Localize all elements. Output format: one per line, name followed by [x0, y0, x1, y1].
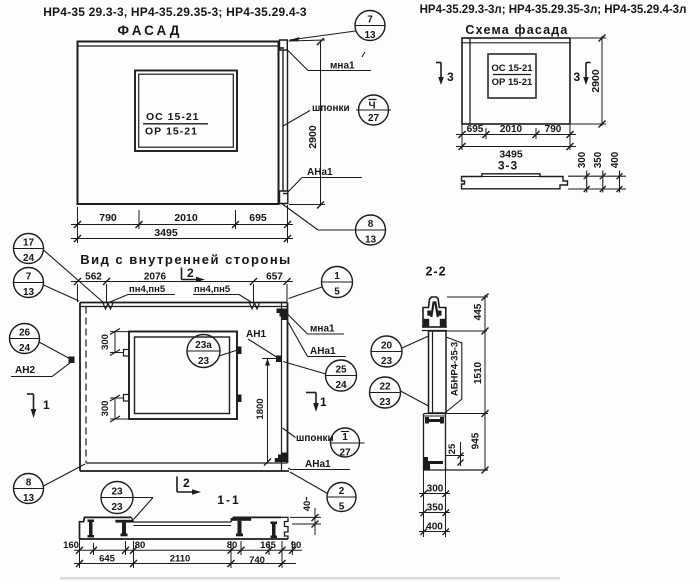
svg-text:24: 24 [335, 380, 347, 391]
svg-text:27: 27 [368, 113, 380, 124]
svg-text:300: 300 [100, 401, 111, 417]
svg-text:23а: 23а [195, 340, 212, 351]
svg-text:3: 3 [574, 70, 581, 84]
svg-text:1: 1 [342, 432, 348, 443]
svg-text:АНа1: АНа1 [305, 459, 331, 470]
svg-text:160: 160 [63, 540, 79, 551]
svg-text:945: 945 [471, 432, 482, 449]
svg-text:1800: 1800 [255, 398, 266, 419]
svg-text:8: 8 [26, 478, 32, 489]
svg-text:40: 40 [302, 501, 313, 512]
svg-text:НР4-35.29.3-3л; НР4-35.29.35-3: НР4-35.29.3-3л; НР4-35.29.35-3л; НР4-35.… [420, 4, 687, 16]
svg-text:1: 1 [43, 398, 50, 412]
svg-text:13: 13 [23, 493, 35, 504]
svg-text:25: 25 [335, 365, 347, 376]
svg-text:ОР 15-21: ОР 15-21 [145, 126, 198, 138]
svg-text:7: 7 [367, 15, 373, 26]
svg-text:3495: 3495 [154, 227, 178, 239]
svg-text:300: 300 [427, 484, 444, 495]
svg-text:5: 5 [339, 502, 345, 513]
svg-text:20: 20 [381, 341, 393, 352]
svg-text:13: 13 [23, 287, 35, 298]
svg-text:17: 17 [23, 238, 35, 249]
svg-text:27: 27 [339, 448, 351, 459]
svg-text:шпонки: шпонки [312, 103, 350, 114]
svg-text:400: 400 [426, 522, 443, 533]
svg-text:2: 2 [187, 266, 194, 280]
svg-text:90: 90 [291, 540, 302, 551]
svg-text:2076: 2076 [144, 272, 167, 283]
svg-text:шпонки: шпонки [296, 433, 334, 444]
svg-text:2900: 2900 [307, 125, 319, 149]
svg-text:23: 23 [198, 356, 210, 367]
svg-text:2: 2 [183, 476, 190, 490]
svg-text:Вид с внутренней стороны: Вид с внутренней стороны [80, 252, 292, 267]
svg-text:2010: 2010 [500, 124, 523, 135]
svg-text:400: 400 [610, 151, 621, 168]
svg-text:3-3: 3-3 [498, 159, 518, 173]
svg-text:7: 7 [26, 272, 32, 283]
svg-text:1510: 1510 [473, 361, 484, 384]
svg-text:24: 24 [19, 343, 31, 354]
svg-text:АНа1: АНа1 [307, 167, 333, 178]
svg-text:ОС 15-21: ОС 15-21 [491, 63, 533, 74]
svg-text:8: 8 [368, 219, 374, 230]
svg-text:Ч: Ч [368, 101, 375, 112]
svg-text:740: 740 [249, 555, 265, 566]
svg-text:мна1: мна1 [310, 324, 335, 335]
svg-text:24: 24 [23, 253, 35, 264]
svg-text:ОС 15-21: ОС 15-21 [146, 111, 200, 123]
svg-text:пн4,пн5: пн4,пн5 [194, 284, 231, 295]
svg-text:25: 25 [447, 443, 458, 454]
svg-text:АН1: АН1 [246, 329, 266, 340]
svg-text:23: 23 [379, 397, 391, 408]
svg-text:23: 23 [111, 502, 123, 513]
svg-text:23: 23 [111, 487, 123, 498]
svg-text:2900: 2900 [590, 69, 602, 93]
svg-text:13: 13 [364, 30, 376, 41]
svg-text:ФАСАД: ФАСАД [118, 23, 183, 38]
svg-text:5: 5 [334, 287, 340, 298]
svg-text:13: 13 [365, 235, 377, 246]
svg-text:445: 445 [473, 303, 484, 320]
svg-text:80: 80 [135, 540, 146, 551]
svg-text:562: 562 [85, 272, 102, 283]
svg-text:АНа1: АНа1 [310, 346, 336, 357]
svg-text:22: 22 [379, 382, 391, 393]
svg-text:645: 645 [99, 554, 116, 565]
svg-text:пн4,пн5: пн4,пн5 [129, 284, 166, 295]
svg-text:300: 300 [577, 151, 588, 168]
svg-text:695: 695 [467, 124, 484, 135]
svg-text:657: 657 [266, 272, 283, 283]
svg-text:3495: 3495 [499, 149, 523, 161]
svg-text:350: 350 [593, 151, 604, 168]
svg-text:23: 23 [381, 356, 393, 367]
svg-text:2110: 2110 [170, 554, 191, 565]
svg-text:165: 165 [260, 540, 277, 551]
svg-text:АБНР4-35-3: АБНР4-35-3 [450, 342, 461, 396]
svg-text:НР4-35 29.3-3, НР4-35.29.35-3;: НР4-35 29.3-3, НР4-35.29.35-3; НР4-35.29… [43, 5, 307, 19]
svg-text:790: 790 [99, 212, 117, 224]
svg-text:ОР 15-21: ОР 15-21 [492, 77, 533, 88]
svg-text:790: 790 [545, 124, 562, 135]
svg-text:2010: 2010 [174, 212, 198, 224]
svg-text:АН2: АН2 [15, 365, 35, 376]
svg-text:300: 300 [100, 334, 111, 350]
svg-text:2-2: 2-2 [425, 265, 446, 279]
svg-text:350: 350 [427, 503, 444, 514]
svg-text:Схема фасада: Схема фасада [465, 23, 568, 37]
svg-text:80: 80 [227, 540, 238, 551]
svg-text:1: 1 [320, 395, 327, 409]
svg-text:695: 695 [249, 212, 267, 224]
svg-text:1-1: 1-1 [217, 493, 240, 507]
svg-text:26: 26 [19, 328, 31, 339]
svg-text:1: 1 [334, 271, 340, 282]
svg-text:мна1: мна1 [330, 61, 355, 72]
svg-text:2: 2 [339, 486, 345, 497]
svg-text:3: 3 [447, 70, 454, 84]
